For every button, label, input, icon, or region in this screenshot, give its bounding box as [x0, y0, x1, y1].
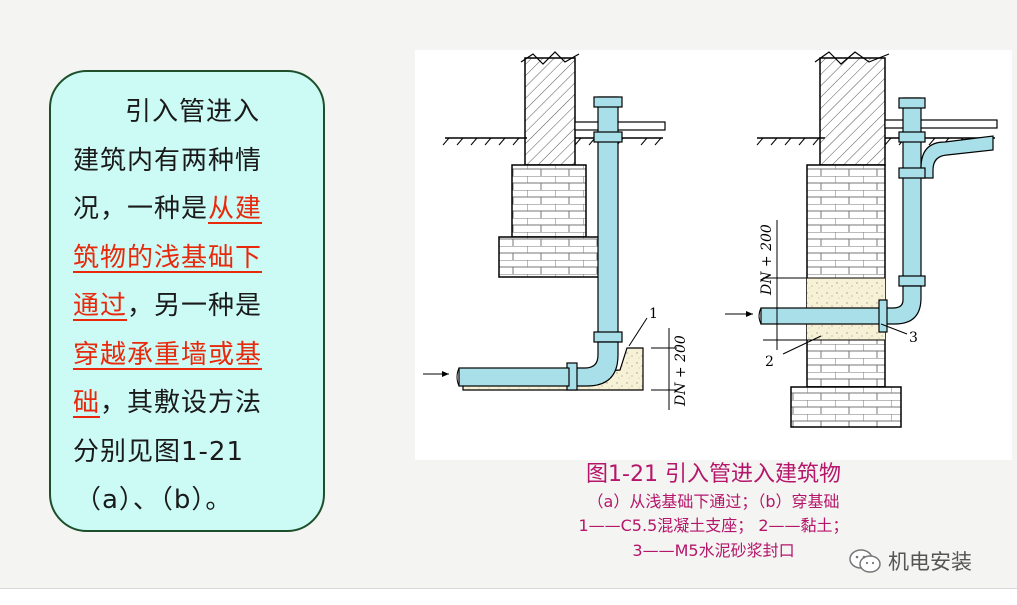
- note-highlight-2: 筑物的浅基础下: [73, 242, 263, 273]
- brick-footing-a: [498, 236, 602, 278]
- drawing-b: DN + 200 2 3: [725, 51, 998, 428]
- inlet-pipe-a: [458, 367, 570, 387]
- note-line: 筑物的浅基础下: [73, 234, 313, 283]
- brick-footing-b: [790, 386, 902, 428]
- note-text-7: ，其敷设方法: [100, 388, 263, 418]
- note-line: 通过，另一种是: [73, 282, 313, 331]
- bottom-strip: [0, 588, 1017, 605]
- label-3: 3: [909, 330, 918, 346]
- figure-drawing: 1 DN + 200: [423, 51, 998, 428]
- note-text-8: 分别见图1-21: [73, 436, 245, 467]
- inlet-pipe-b: [760, 307, 886, 325]
- note-line: （a）、（b）。: [73, 476, 313, 525]
- label-1: 1: [649, 306, 658, 322]
- dimension-label-a: DN + 200: [673, 335, 689, 407]
- label-2: 2: [765, 354, 774, 370]
- note-callout: 引入管进入 建筑内有两种情 况，一种是从建 筑物的浅基础下 通过，另一种是 穿越…: [49, 70, 325, 532]
- note-line: 建筑内有两种情: [73, 137, 313, 186]
- note-text-9: （a）、（b）。: [75, 485, 233, 515]
- bearing-wall-b: [819, 57, 886, 166]
- note-highlight-4: 穿越承重墙或基: [73, 339, 263, 370]
- note-text: 引入管进入 建筑内有两种情 况，一种是从建 筑物的浅基础下 通过，另一种是 穿越…: [73, 88, 313, 525]
- note-text-3: 况，一种是: [73, 194, 209, 224]
- note-highlight-1: 从建: [208, 194, 263, 224]
- note-highlight-5: 础: [73, 388, 101, 418]
- note-line: 况，一种是从建: [73, 185, 313, 234]
- watermark: 机电安装: [848, 545, 972, 577]
- note-text-1: 引入管进入: [125, 97, 261, 127]
- figure-caption-line-3: 3——M5水泥砂浆封口: [632, 541, 795, 560]
- brick-foundation-a: [511, 164, 587, 238]
- riser-pipe-b: [902, 97, 922, 287]
- bearing-wall-a: [524, 57, 576, 166]
- pipe-entry-figure: 1 DN + 200: [415, 50, 1012, 460]
- note-line: 穿越承重墙或基: [73, 331, 313, 380]
- wechat-icon: [849, 549, 881, 573]
- note-line: 础，其敷设方法: [73, 379, 313, 428]
- note-text-5: ，另一种是: [127, 291, 263, 321]
- figure-caption-line-1: （a）从浅基础下通过；（b）穿基础: [587, 492, 840, 511]
- note-text-2: 建筑内有两种情: [73, 145, 263, 176]
- watermark-text: 机电安装: [888, 550, 972, 574]
- brick-foundation-b: [806, 164, 886, 388]
- note-line: 引入管进入: [73, 88, 313, 137]
- dimension-label-b: DN + 200: [759, 224, 775, 296]
- figure-caption-title: 图1-21 引入管进入建筑物: [586, 462, 841, 487]
- drawing-a: 1 DN + 200: [423, 51, 689, 410]
- note-line: 分别见图1-21: [73, 428, 313, 477]
- figure-caption-line-2: 1——C5.5混凝土支座； 2——黏土；: [578, 516, 849, 535]
- note-highlight-3: 通过: [73, 291, 128, 321]
